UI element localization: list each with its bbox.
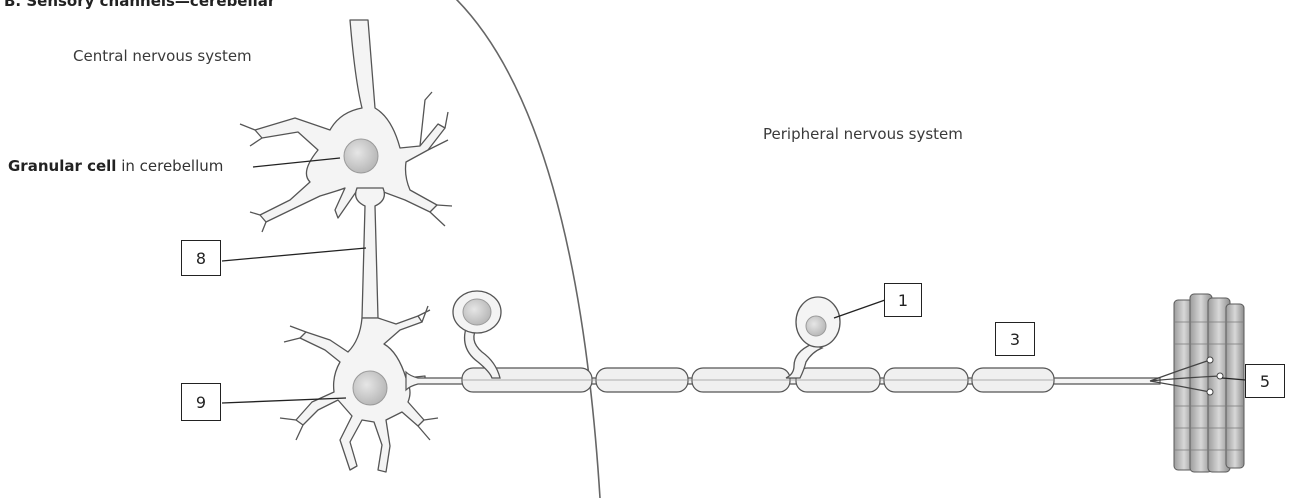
granular-cell-label: Granular cell in cerebellum: [8, 157, 223, 175]
pns-label: Peripheral nervous system: [763, 125, 963, 143]
callout-9: 9: [181, 383, 221, 421]
cns-label: Central nervous system: [73, 47, 252, 65]
callout-8: 8: [181, 240, 221, 276]
lower-neuron: [280, 306, 438, 472]
diagram-title: B. Sensory channels—cerebellar: [4, 0, 275, 10]
granular-cell-neuron: [240, 20, 452, 232]
callout-1: 1: [884, 283, 922, 317]
granular-cell-bold: Granular cell: [8, 157, 116, 175]
ganglion-cell-left: [453, 291, 501, 378]
callout-5: 5: [1245, 364, 1285, 398]
peripheral-axon: [406, 368, 1160, 392]
pseudounipolar-cell-1: [786, 297, 840, 378]
muscle-spindle-5: [1150, 294, 1244, 472]
granular-cell-rest: in cerebellum: [116, 157, 223, 175]
callout-3: 3: [995, 322, 1035, 356]
cns-pns-boundary: [452, 0, 600, 498]
granular-axon-8: [356, 188, 385, 318]
